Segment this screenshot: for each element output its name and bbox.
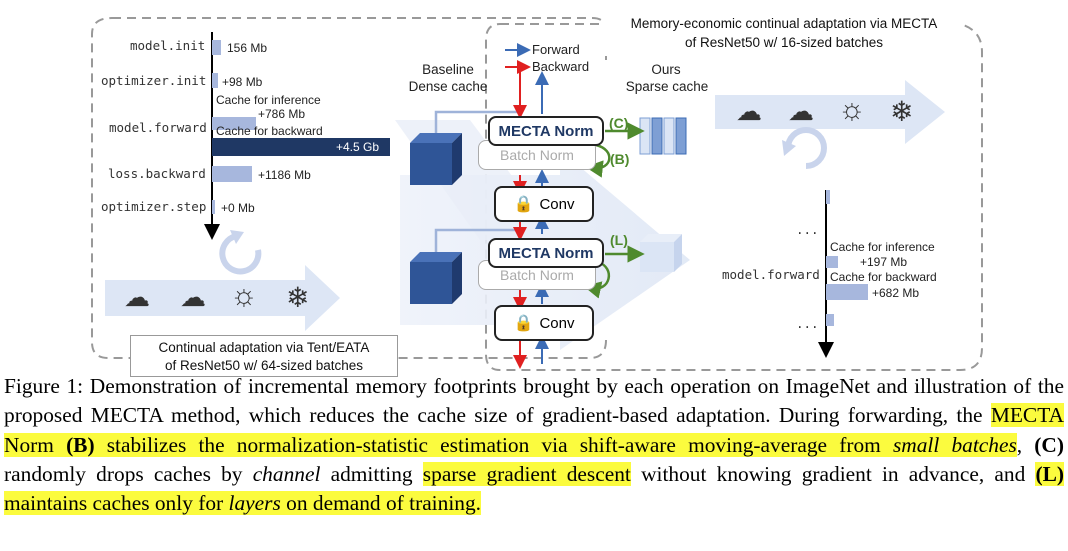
right-op-forward: model.forward: [722, 267, 820, 282]
sparse-cache-layer: [640, 234, 682, 272]
mem-init: 156 Mb: [227, 41, 268, 55]
tag-b: (B): [610, 151, 630, 167]
caption-text-8: on demand of training.: [280, 491, 482, 516]
caption-l-tag: (L): [1035, 461, 1064, 486]
mem-backward: +1186 Mb: [258, 168, 311, 182]
op-model-init: model.init: [130, 38, 206, 53]
right-snowflake-icon: ❄: [890, 96, 914, 127]
conv-label-2: Conv: [539, 314, 575, 332]
lock-icon: 🔒: [513, 196, 534, 213]
right-mem-cache-bwd: +682 Mb: [872, 286, 920, 300]
right-cache-bwd-label: Cache for backward: [830, 270, 937, 284]
caption-text-7: maintains caches only for: [4, 491, 229, 516]
caption-text-6: without knowing gradient in advance, and: [630, 461, 1036, 486]
right-cycle-arrow: [785, 127, 827, 169]
lock-icon: 🔒: [513, 315, 534, 332]
right-title-box: Memory-economic continual adaptation via…: [604, 10, 964, 56]
mecta-norm-box-1: MECTA Norm: [488, 116, 604, 146]
right-cache-inf-label: Cache for inference: [830, 240, 935, 254]
bar-optinit: [212, 73, 218, 88]
caption-text-1: Demonstration of incremental memory foot…: [4, 374, 1064, 428]
mem-cache-inf: +786 Mb: [258, 107, 306, 121]
figure-caption: Figure 1: Demonstration of incremental m…: [4, 372, 1064, 518]
dense-cube-top: [410, 133, 462, 185]
tag-l: (L): [610, 232, 628, 248]
caption-c-tag: (C): [1034, 432, 1064, 457]
mem-cache-bwd: +4.5 Gb: [336, 140, 380, 154]
sun-icon: ☼: [230, 279, 258, 312]
legend-forward: Forward: [532, 42, 580, 57]
bar-init: [212, 40, 221, 55]
tag-c: (C): [609, 115, 629, 131]
cloud-rain-icon: ☁: [180, 282, 206, 312]
right-dashed-panel: [485, 23, 983, 371]
right-cloud-rain-icon: ☁: [788, 96, 814, 126]
cloud-fog-icon: ☁: [124, 282, 150, 312]
caption-mecta-norm: MECTA Norm: [4, 403, 1064, 457]
left-weather-arrow: [105, 265, 340, 331]
baseline-label-1: Baseline: [422, 62, 474, 77]
right-weather-arrow: [715, 80, 945, 144]
op-loss-backward: loss.backward: [108, 166, 206, 181]
caption-small-batches: small batches: [892, 432, 1017, 457]
op-model-forward: model.forward: [109, 120, 207, 135]
ours-label-2: Sparse cache: [625, 79, 709, 94]
mem-optinit: +98 Mb: [222, 75, 263, 89]
conv-label-1: Conv: [539, 195, 575, 213]
conv-box-2: 🔒 Conv: [494, 305, 594, 341]
right-dots-bottom: ...: [796, 316, 819, 331]
dense-cube-bottom: [410, 252, 462, 304]
sparse-cache-channels: [639, 117, 687, 155]
left-cycle-arrow: [219, 233, 262, 275]
right-title-line2: of ResNet50 w/ 16-sized batches: [684, 35, 884, 50]
caption-layers: layers: [228, 491, 281, 516]
mem-step: +0 Mb: [221, 201, 255, 215]
cache-inf-label: Cache for inference: [216, 93, 321, 107]
caption-text-4: randomly drops caches by: [4, 461, 253, 486]
right-bar-bwd: [826, 284, 868, 300]
caption-channel: channel: [252, 461, 321, 486]
legend-backward: Backward: [532, 59, 590, 74]
figure-label: Figure 1:: [4, 374, 84, 398]
left-caption-box: Continual adaptation via Tent/EATA of Re…: [130, 335, 398, 377]
caption-text-3: ,: [1016, 432, 1035, 457]
left-caption-line2: of ResNet50 w/ 64-sized batches: [164, 358, 364, 373]
right-bar-inf: [826, 256, 838, 268]
caption-text-5: admitting: [320, 461, 423, 486]
bar-backward: [212, 166, 252, 182]
op-optimizer-step: optimizer.step: [101, 199, 207, 214]
conv-box-1: 🔒 Conv: [494, 186, 594, 222]
bar-forward-bwd: [212, 138, 390, 156]
left-caption-line1: Continual adaptation via Tent/EATA: [158, 340, 370, 355]
right-title-line1: Memory-economic continual adaptation via…: [630, 16, 938, 31]
ours-label-1: Ours: [651, 62, 681, 77]
cache-bwd-label: Cache for backward: [216, 124, 323, 138]
right-dots-top: ...: [796, 222, 819, 237]
caption-sparse-gradient: sparse gradient descent: [422, 461, 631, 486]
bar-step: [212, 200, 215, 214]
right-sun-icon: ☼: [838, 93, 866, 126]
mecta-norm-box-2: MECTA Norm: [488, 238, 604, 268]
caption-b-tag: (B): [66, 432, 95, 457]
right-bar-bottom: [826, 314, 834, 326]
right-bar-top: [826, 190, 830, 204]
bar-forward-inf: [212, 117, 256, 130]
snowflake-icon: ❄: [286, 282, 310, 313]
baseline-label-2: Dense cache: [408, 79, 488, 94]
right-mem-cache-inf: +197 Mb: [860, 255, 908, 269]
op-optimizer-init: optimizer.init: [101, 73, 207, 88]
caption-text-2: stabilizes the normalization-statistic e…: [94, 432, 893, 457]
right-cloud-fog-icon: ☁: [736, 96, 762, 126]
